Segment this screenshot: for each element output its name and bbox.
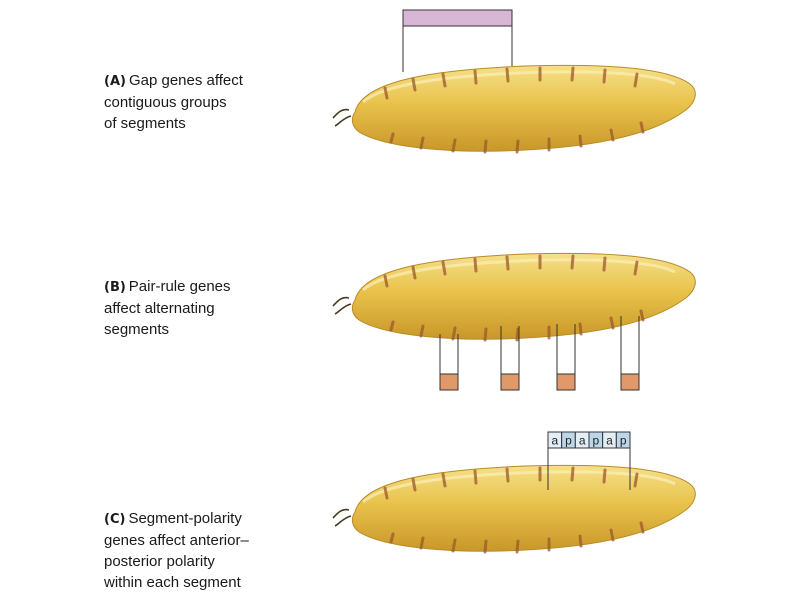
panel-c-label: (C)Segment-polarity genes affect anterio… — [104, 508, 249, 593]
panel-a-line-1: Gap genes affect — [128, 72, 243, 89]
pair-rule-marker-1 — [439, 334, 459, 391]
panel-c-line-1: Segment-polarity — [128, 510, 242, 527]
panel-b-line-1: Pair-rule genes — [128, 278, 231, 295]
polarity-cell-bg — [615, 431, 631, 449]
polarity-cell-label: p — [592, 434, 599, 448]
panel-b-letter: (B) — [104, 280, 126, 295]
polarity-cell-label: p — [620, 434, 627, 448]
panel-a-line-2: contiguous groups — [104, 94, 227, 111]
panel-c-line-3: posterior polarity — [104, 553, 215, 570]
panel-a-letter: (A) — [104, 74, 126, 89]
polarity-cell-label: a — [551, 434, 558, 448]
panel-c-line-2: genes affect anterior– — [104, 532, 249, 549]
gap-gene-marker — [402, 9, 513, 27]
panel-b-line-3: segments — [104, 321, 170, 338]
polarity-cell-label: p — [565, 434, 572, 448]
panel-a-label: (A)Gap genes affect contiguous groups of… — [104, 70, 243, 134]
pair-rule-marker-3 — [556, 324, 576, 391]
panel-b-line-2: affect alternating — [104, 300, 215, 317]
panel-c-line-4: within each segment — [104, 574, 241, 591]
panel-c-letter: (C) — [104, 512, 126, 527]
panel-b-label: (B)Pair-rule genes affect alternating se… — [104, 276, 231, 340]
pair-rule-marker-2 — [500, 326, 520, 391]
panel-a-larva — [331, 63, 697, 154]
polarity-cell-label: a — [579, 434, 586, 448]
pair-rule-marker-4 — [620, 316, 640, 391]
polarity-cell-label: a — [606, 434, 613, 448]
panel-b-larva — [331, 251, 697, 342]
panel-c-larva — [331, 463, 697, 554]
panel-a-line-3: of segments — [104, 115, 186, 132]
